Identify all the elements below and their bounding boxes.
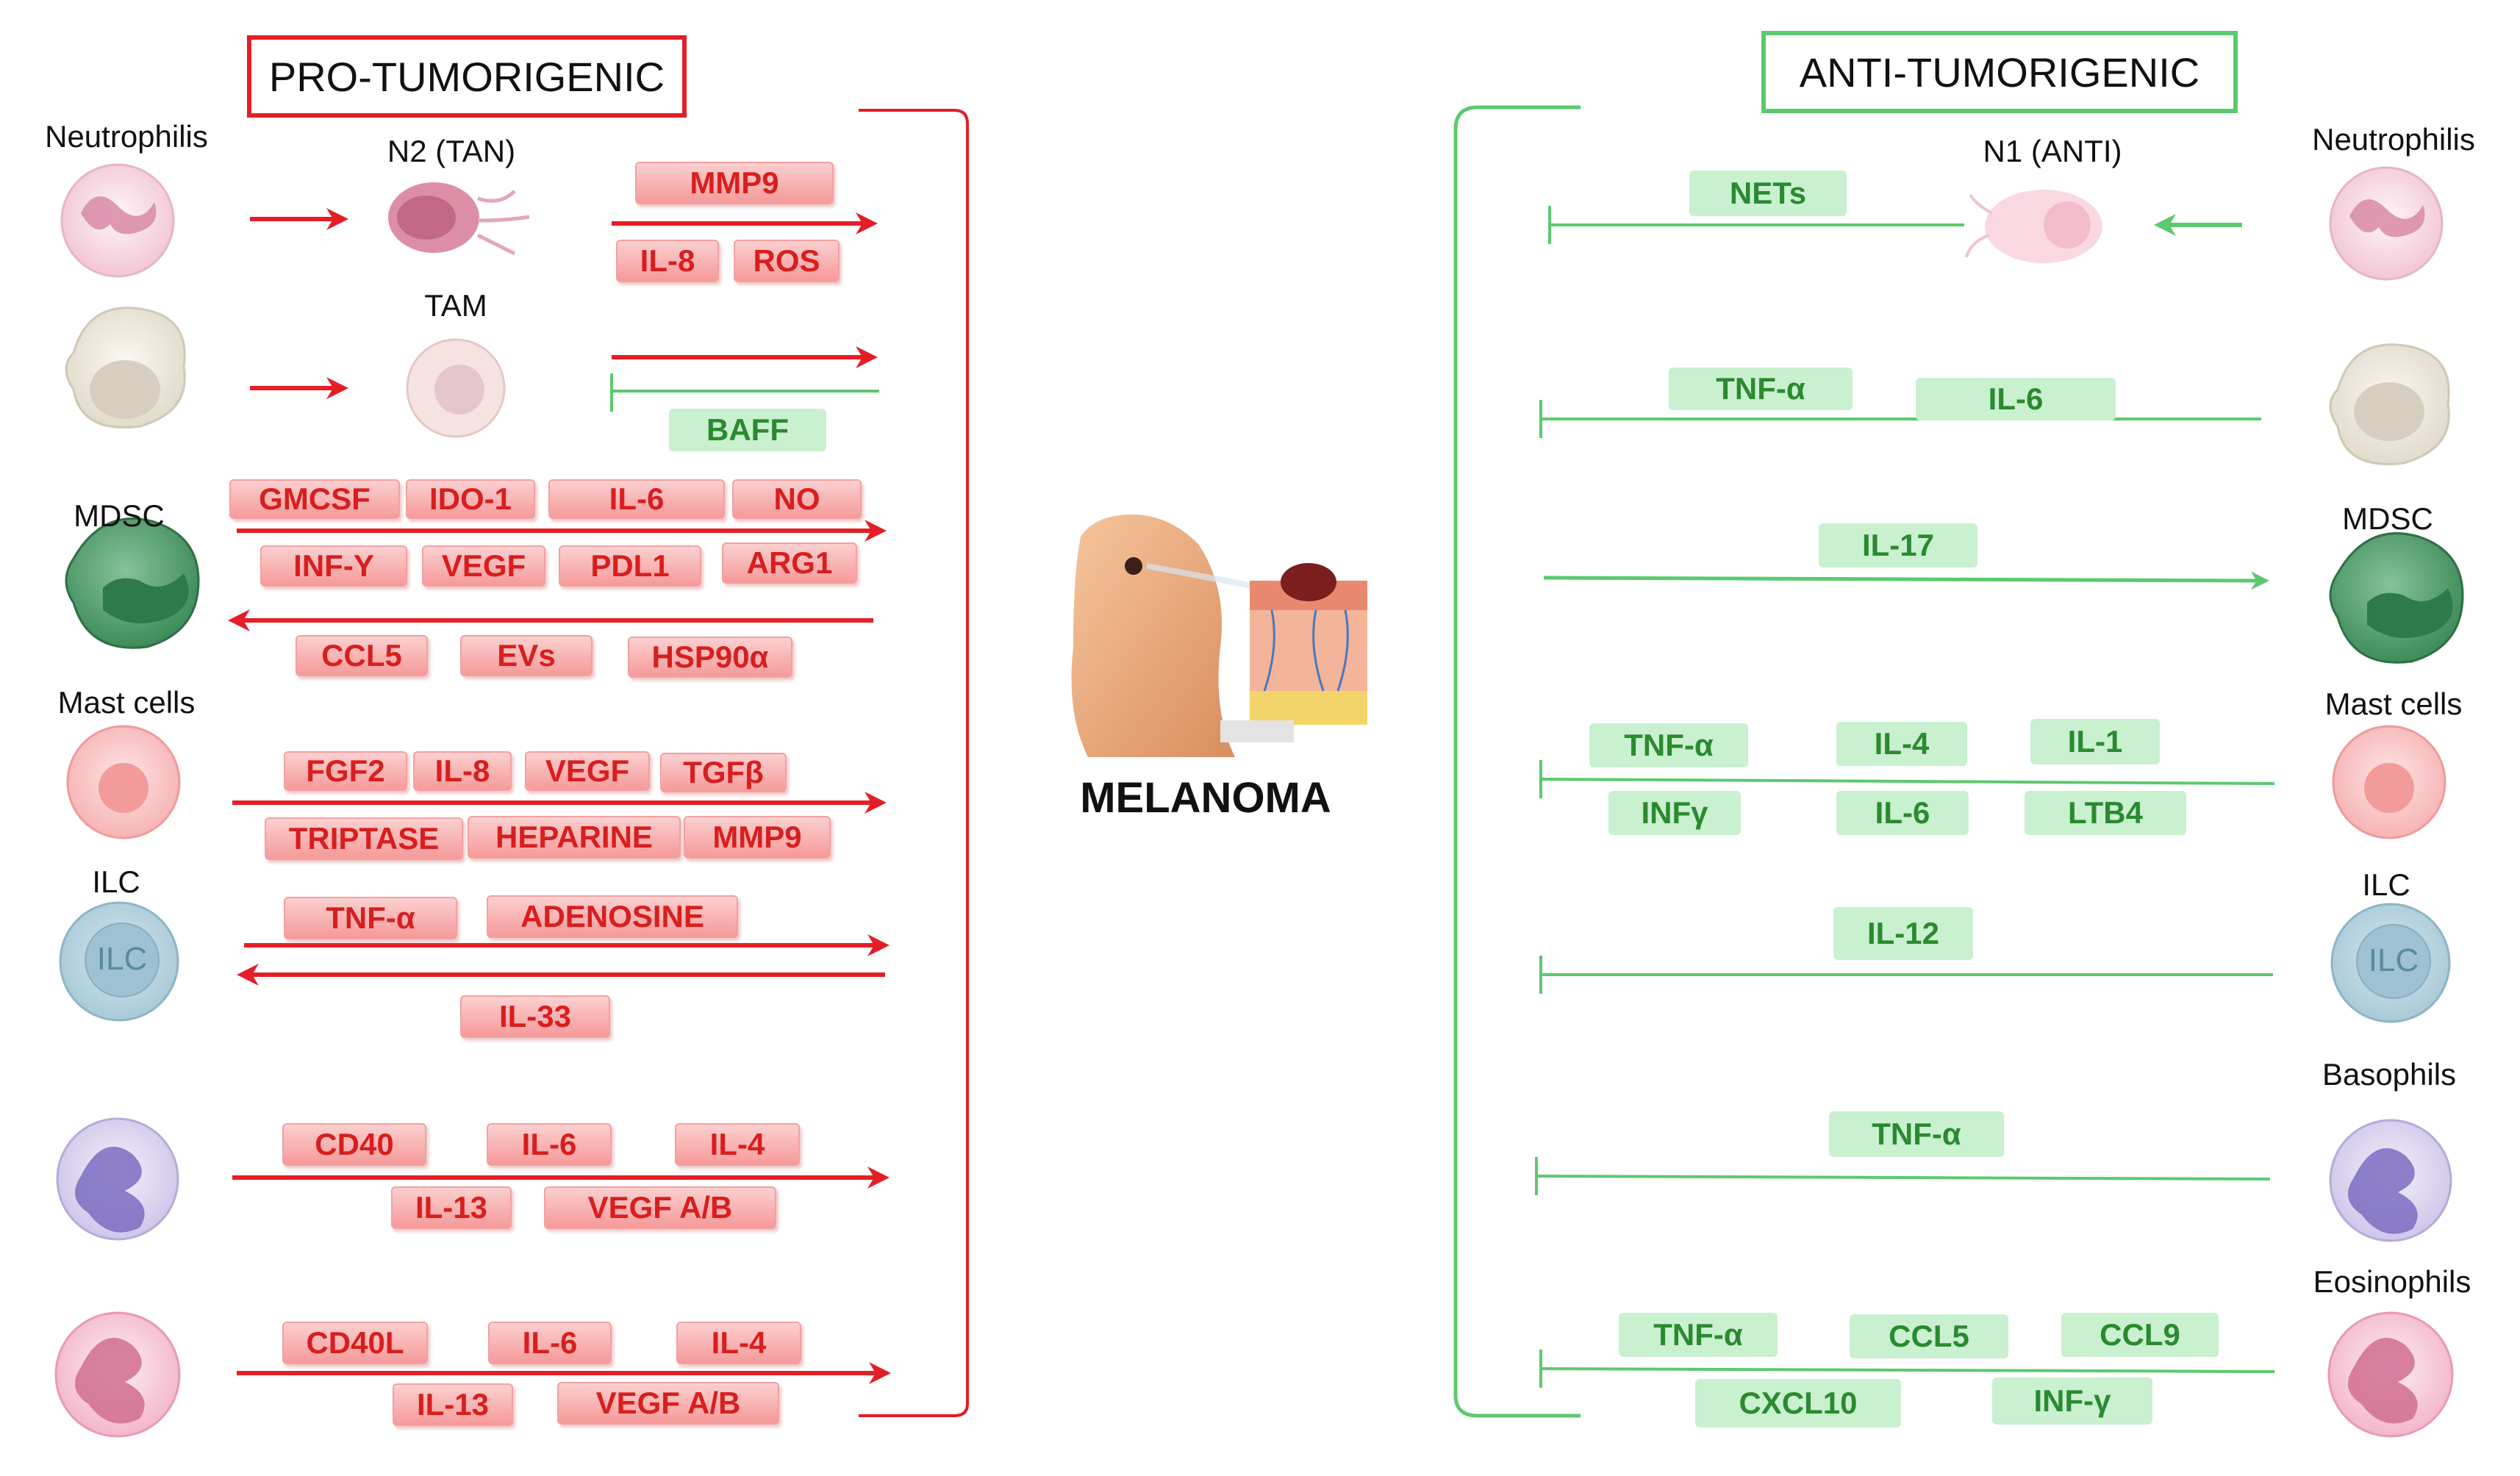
tag-il6-eos: IL-6 — [488, 1322, 612, 1364]
tag-baff: BAFF — [669, 409, 826, 451]
tag-il6-baso: IL-6 — [487, 1123, 612, 1166]
eosinophil-cell-right — [2327, 1311, 2454, 1438]
tag-il33: IL-33 — [460, 995, 610, 1038]
ilc-inner-label-right: ILC — [2368, 942, 2419, 978]
tag-il8: IL-8 — [616, 240, 719, 282]
tag-triptase: TRIPTASE — [265, 817, 463, 860]
macrophage-cell-right — [2329, 343, 2450, 465]
label-mast-cells-right: Mast cells — [2324, 687, 2463, 721]
tag-il4-anti: IL-4 — [1836, 722, 1967, 766]
label-n1-anti: N1 (ANTI) — [1983, 134, 2122, 168]
anti-basophil-inhibit-line — [1536, 1175, 2271, 1181]
mast-cell-right — [2332, 725, 2446, 839]
tag-inf-gamma: INF-γ — [1992, 1378, 2152, 1425]
tag-ccl9: CCL9 — [2061, 1313, 2219, 1357]
tag-ccl5-pro: CCL5 — [296, 635, 428, 676]
anti-mdsc-arrow — [1543, 571, 2269, 590]
pro-bracket — [859, 109, 969, 1417]
neutrophil-cell-left — [60, 163, 175, 278]
label-neutrophils-left: Neutrophilis — [45, 119, 208, 154]
mdsc-cell-left — [65, 517, 200, 649]
label-mdsc-right: MDSC — [2342, 501, 2433, 536]
tag-tnfa-anti-baso: TNF-α — [1829, 1111, 2004, 1157]
tag-cd40: CD40 — [282, 1123, 426, 1166]
tag-il13-eos: IL-13 — [393, 1383, 513, 1426]
tag-cxcl10: CXCL10 — [1695, 1379, 1901, 1427]
tag-pdl1: PDL1 — [559, 545, 701, 587]
tag-ros: ROS — [734, 240, 840, 282]
tag-il8-mast: IL-8 — [413, 751, 512, 791]
tag-il6-anti-mast: IL-6 — [1836, 791, 1969, 835]
tag-vegfab-baso: VEGF A/B — [544, 1186, 776, 1229]
tag-cd40l: CD40L — [282, 1322, 428, 1364]
tag-il17: IL-17 — [1819, 523, 1977, 567]
tag-vegf-mast: VEGF — [525, 751, 650, 791]
pro-tumorigenic-title: PRO-TUMORIGENIC — [247, 35, 687, 118]
tag-il6-anti-tam: IL-6 — [1916, 378, 2116, 420]
tag-gmcsf: GMCSF — [229, 479, 400, 519]
tag-il12: IL-12 — [1833, 907, 1973, 960]
ilc-cell-right — [2330, 903, 2451, 1023]
tag-hsp90a: HSP90α — [628, 637, 792, 678]
tag-infg-anti: INFγ — [1608, 791, 1741, 835]
label-ilc-right: ILC — [2362, 867, 2410, 902]
anti-eosinophil-inhibit-line — [1540, 1367, 2275, 1373]
basophil-cell-right — [2329, 1119, 2452, 1242]
anti-bracket — [1453, 105, 1581, 1418]
tag-ccl5-anti: CCL5 — [1850, 1314, 2008, 1358]
tag-tnfa-ilc: TNF-α — [284, 897, 457, 939]
tag-ltb4: LTB4 — [2025, 791, 2186, 835]
label-mdsc-left: MDSC — [74, 498, 165, 533]
tag-il6-mdsc: IL-6 — [548, 479, 725, 519]
label-neutrophils-right: Neutrophilis — [2312, 122, 2475, 157]
label-ilc-left: ILC — [92, 864, 140, 899]
neutrophil-cell-right — [2329, 166, 2444, 281]
tag-vegf-mdsc: VEGF — [422, 545, 545, 587]
tag-mmp9-mast: MMP9 — [684, 816, 831, 859]
ilc-cell-left — [59, 901, 179, 1022]
tag-arg1: ARG1 — [722, 542, 857, 584]
tag-il4-baso: IL-4 — [675, 1123, 800, 1166]
tag-evs: EVs — [460, 635, 593, 676]
tag-il1-anti: IL-1 — [2030, 719, 2160, 764]
tag-tnfa-anti-eos: TNF-α — [1619, 1313, 1778, 1357]
tag-mmp9: MMP9 — [635, 162, 834, 204]
tag-fgf2: FGF2 — [284, 751, 407, 791]
label-eosinophils: Eosinophils — [2313, 1264, 2471, 1299]
n2-tan-cell — [388, 182, 530, 256]
anti-tumorigenic-title: ANTI-TUMORIGENIC — [1761, 31, 2238, 113]
tag-tnfa-anti-tam: TNF-α — [1669, 368, 1853, 410]
anti-mast-inhibit-line — [1540, 778, 2275, 785]
ilc-inner-label-left: ILC — [96, 941, 148, 977]
tag-nets: NETs — [1689, 171, 1847, 216]
mdsc-cell-right — [2329, 532, 2464, 664]
label-basophils: Basophils — [2322, 1057, 2457, 1092]
mast-cell-left — [66, 725, 181, 839]
label-mast-cells-left: Mast cells — [57, 685, 196, 720]
tag-tgfb: TGFβ — [660, 753, 787, 792]
tag-tnfa-anti-mast: TNF-α — [1589, 723, 1748, 767]
label-tam: TAM — [424, 288, 487, 323]
tag-no: NO — [732, 479, 862, 519]
tag-ido1: IDO-1 — [406, 479, 535, 519]
tag-il13-baso: IL-13 — [391, 1186, 512, 1229]
tag-heparine: HEPARINE — [468, 816, 681, 859]
eosinophil-cell-left — [54, 1311, 181, 1438]
macrophage-cell-left — [65, 307, 186, 429]
melanoma-illustration — [1071, 515, 1367, 757]
tag-vegfab-eos: VEGF A/B — [557, 1382, 779, 1425]
tag-il4-eos: IL-4 — [676, 1322, 801, 1364]
tag-adenosine: ADENOSINE — [487, 895, 738, 938]
label-n2-tan: N2 (TAN) — [387, 134, 516, 168]
tag-inf-y: INF-Y — [260, 545, 407, 587]
melanoma-label: MELANOMA — [1080, 774, 1331, 822]
basophil-cell-left — [56, 1117, 179, 1241]
tam-cell — [406, 338, 506, 438]
n1-anti-cell — [1965, 190, 2102, 263]
